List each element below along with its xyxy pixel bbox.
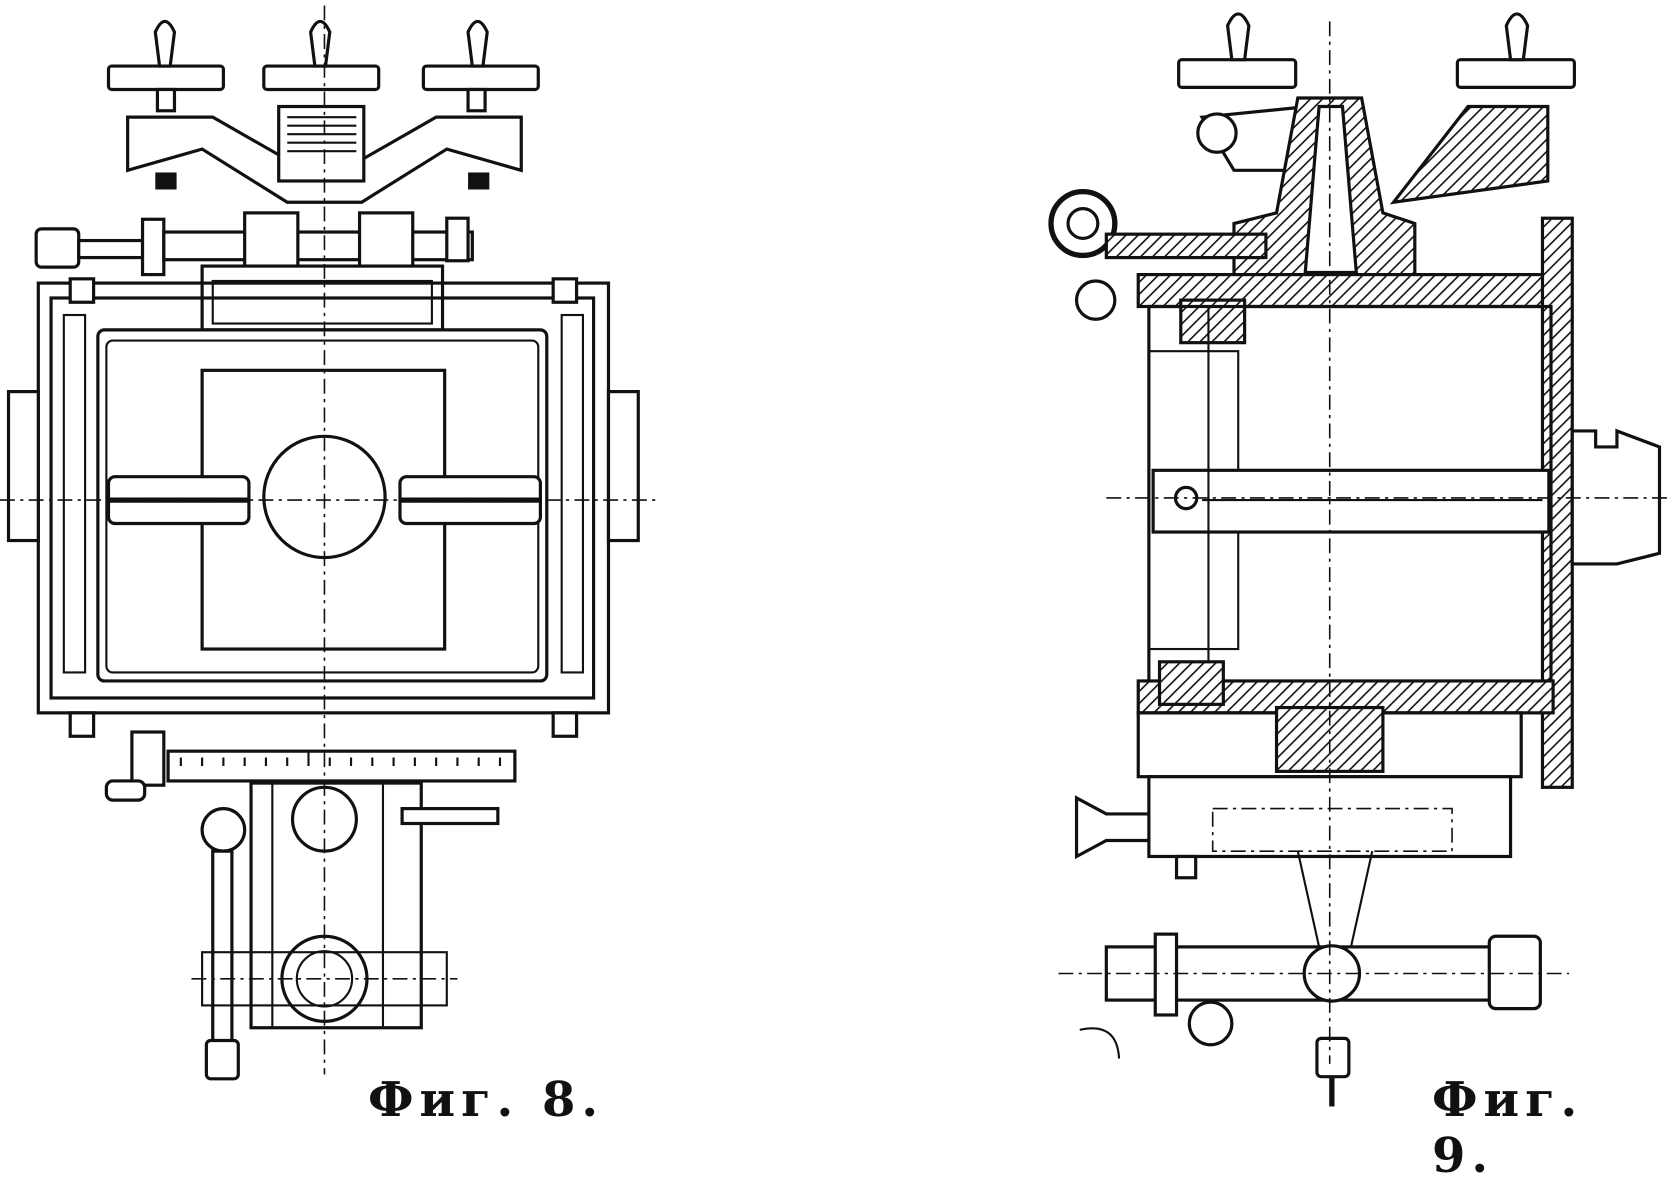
figure-8-caption: Фиг. 8. [368, 1072, 605, 1128]
figure-9-drawing [1048, 12, 1668, 1107]
figure-9-caption: Фиг. 9. [1432, 1072, 1584, 1184]
handwheels [106, 19, 540, 113]
technical-drawings [0, 5, 1668, 1107]
figure-8-drawing [0, 5, 660, 1081]
